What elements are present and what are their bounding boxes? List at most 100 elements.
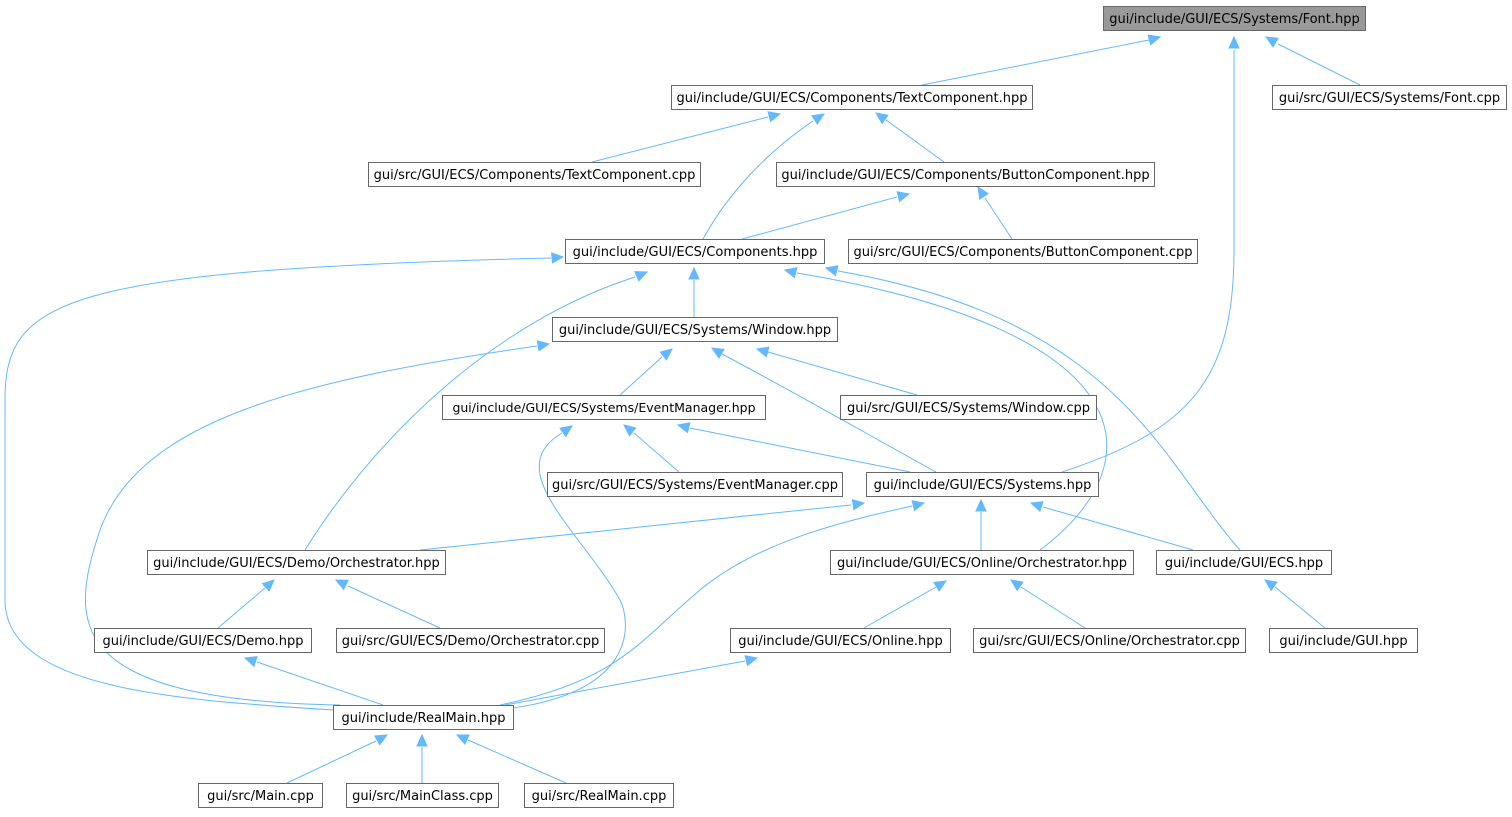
node-box	[830, 550, 1134, 575]
edge-textcomp_cpp-to-textcomp_hpp	[591, 111, 782, 163]
node-box	[547, 472, 843, 497]
arrowhead-icon	[416, 733, 428, 747]
node-label: gui/src/Main.cpp	[207, 789, 314, 804]
edge-demo_hpp-to-realmain_hpp	[243, 656, 384, 706]
node-box	[776, 162, 1155, 187]
node-font-cpp[interactable]: gui/src/GUI/ECS/Systems/Font.cpp	[1272, 85, 1507, 110]
edge-online_orch_hpp-to-systems_hpp	[975, 498, 987, 550]
edge-components_hpp-to-buttoncomp_hpp	[741, 191, 911, 240]
node-box	[671, 85, 1033, 110]
node-components-hpp[interactable]: gui/include/GUI/ECS/Components.hpp	[565, 239, 825, 264]
edge-realmain_cpp-to-realmain_hpp	[455, 734, 567, 784]
node-gui-hpp[interactable]: gui/include/GUI.hpp	[1269, 628, 1418, 653]
node-ecs-hpp[interactable]: gui/include/GUI/ECS.hpp	[1156, 550, 1332, 575]
arrowhead-icon	[334, 579, 349, 591]
arrowhead-icon	[1010, 579, 1024, 592]
edge-demo_orch_hpp-to-systems_hpp	[419, 499, 866, 551]
edge-buttoncomp_cpp-to-buttoncomp_hpp	[977, 185, 1013, 240]
edge-font_cpp-to-font_hpp	[1264, 36, 1361, 86]
node-online-hpp[interactable]: gui/include/GUI/ECS/Online.hpp	[730, 628, 951, 653]
node-box	[524, 783, 674, 808]
arrowhead-icon	[688, 266, 700, 280]
node-buttoncomp-hpp[interactable]: gui/include/GUI/ECS/Components/ButtonCom…	[776, 162, 1155, 187]
edge-ecs_hpp-to-components_hpp	[824, 265, 1241, 551]
arrowhead-icon	[1147, 34, 1162, 46]
node-box	[442, 395, 766, 420]
edge-systems_hpp-to-eventmgr_hpp	[676, 422, 911, 473]
node-box	[840, 395, 1097, 420]
node-label: gui/include/GUI/ECS/Systems/EventManager…	[452, 400, 755, 415]
node-eventmgr-hpp[interactable]: gui/include/GUI/ECS/Systems/EventManager…	[442, 395, 766, 420]
arrowhead-icon	[374, 734, 389, 746]
arrowhead-icon	[261, 579, 275, 592]
arrowhead-icon	[1264, 579, 1278, 592]
node-online-orch-hpp[interactable]: gui/include/GUI/ECS/Online/Orchestrator.…	[830, 550, 1134, 575]
node-label: gui/src/GUI/ECS/Demo/Orchestrator.cpp	[342, 634, 599, 649]
node-main-cpp[interactable]: gui/src/Main.cpp	[198, 783, 323, 808]
node-label: gui/include/GUI/ECS/Systems/Window.hpp	[559, 323, 831, 338]
node-box	[730, 628, 951, 653]
arrowhead-icon	[977, 185, 990, 200]
node-mainclass-cpp[interactable]: gui/src/MainClass.cpp	[346, 783, 499, 808]
node-box	[368, 162, 701, 187]
node-demo-hpp[interactable]: gui/include/GUI/ECS/Demo.hpp	[94, 628, 312, 653]
arrowhead-icon	[559, 425, 573, 438]
node-buttoncomp-cpp[interactable]: gui/src/GUI/ECS/Components/ButtonCompone…	[848, 239, 1198, 264]
edge-demo_orch_hpp-to-components_hpp	[304, 271, 649, 551]
node-box	[1156, 550, 1332, 575]
edge-gui_hpp-to-ecs_hpp	[1264, 579, 1326, 629]
node-label: gui/include/GUI/ECS/Demo.hpp	[103, 634, 304, 649]
edge-demo_hpp-to-demo_orch_hpp	[217, 579, 275, 629]
edge-systems_hpp-to-font_hpp	[1061, 35, 1240, 473]
node-font-hpp[interactable]: gui/include/GUI/ECS/Systems/Font.hpp	[1103, 6, 1366, 31]
node-demo-orch-hpp[interactable]: gui/include/GUI/ECS/Demo/Orchestrator.hp…	[147, 550, 446, 575]
arrowhead-icon	[710, 347, 725, 359]
node-label: gui/include/GUI/ECS/Online/Orchestrator.…	[837, 556, 1127, 571]
node-label: gui/include/GUI/ECS/Components.hpp	[573, 245, 818, 260]
arrowhead-icon	[896, 191, 911, 203]
node-window-hpp[interactable]: gui/include/GUI/ECS/Systems/Window.hpp	[552, 317, 838, 342]
edge-realmain_hpp-to-eventmgr_hpp	[512, 425, 626, 709]
node-label: gui/include/RealMain.hpp	[342, 711, 506, 726]
node-label: gui/src/GUI/ECS/Components/ButtonCompone…	[854, 245, 1193, 260]
node-label: gui/include/GUI/ECS/Systems/Font.hpp	[1109, 12, 1360, 27]
node-demo-orch-cpp[interactable]: gui/src/GUI/ECS/Demo/Orchestrator.cpp	[336, 628, 605, 653]
node-box	[94, 628, 312, 653]
node-eventmgr-cpp[interactable]: gui/src/GUI/ECS/Systems/EventManager.cpp	[547, 472, 843, 497]
arrowhead-icon	[634, 271, 649, 282]
arrowhead-icon	[1228, 35, 1240, 49]
node-label: gui/src/GUI/ECS/Online/Orchestrator.cpp	[979, 634, 1240, 649]
node-box	[336, 628, 605, 653]
node-realmain-cpp[interactable]: gui/src/RealMain.cpp	[524, 783, 674, 808]
node-label: gui/include/GUI.hpp	[1279, 634, 1407, 649]
edge-window_cpp-to-window_hpp	[755, 346, 918, 396]
edge-buttoncomp_hpp-to-textcomp_hpp	[875, 112, 945, 163]
node-label: gui/src/GUI/ECS/Systems/EventManager.cpp	[552, 478, 838, 493]
edge-eventmgr_cpp-to-eventmgr_hpp	[623, 424, 680, 473]
edge-online_hpp-to-realmain_hpp	[504, 655, 759, 706]
node-realmain-hpp[interactable]: gui/include/RealMain.hpp	[333, 705, 514, 730]
node-window-cpp[interactable]: gui/src/GUI/ECS/Systems/Window.cpp	[840, 395, 1097, 420]
edge-ecs_hpp-to-systems_hpp	[1029, 501, 1194, 551]
node-label: gui/include/GUI/ECS.hpp	[1165, 556, 1323, 571]
node-box	[333, 705, 514, 730]
node-box	[973, 628, 1246, 653]
node-label: gui/include/GUI/ECS/Components/TextCompo…	[677, 91, 1028, 106]
graph-nodes: gui/include/GUI/ECS/Systems/Font.hpp gui/…	[94, 6, 1507, 808]
node-box	[147, 550, 446, 575]
edge-realmain_hpp-to-components_hpp	[4, 252, 565, 711]
node-textcomp-hpp[interactable]: gui/include/GUI/ECS/Components/TextCompo…	[671, 85, 1033, 110]
node-textcomp-cpp[interactable]: gui/src/GUI/ECS/Components/TextComponent…	[368, 162, 701, 187]
arrowhead-icon	[623, 424, 637, 437]
edge-realmain_hpp-to-window_hpp	[84, 340, 551, 706]
node-label: gui/include/GUI/ECS/Components/ButtonCom…	[781, 168, 1149, 183]
arrowhead-icon	[783, 267, 798, 279]
edge-online_hpp-to-online_orch_hpp	[863, 580, 948, 629]
node-online-orch-cpp[interactable]: gui/src/GUI/ECS/Online/Orchestrator.cpp	[973, 628, 1246, 653]
arrowhead-icon	[676, 422, 691, 434]
arrowhead-icon	[851, 499, 866, 511]
edge-components_hpp-to-textcomp_hpp	[702, 113, 826, 240]
node-systems-hpp[interactable]: gui/include/GUI/ECS/Systems.hpp	[866, 472, 1099, 497]
arrowhead-icon	[659, 348, 673, 361]
